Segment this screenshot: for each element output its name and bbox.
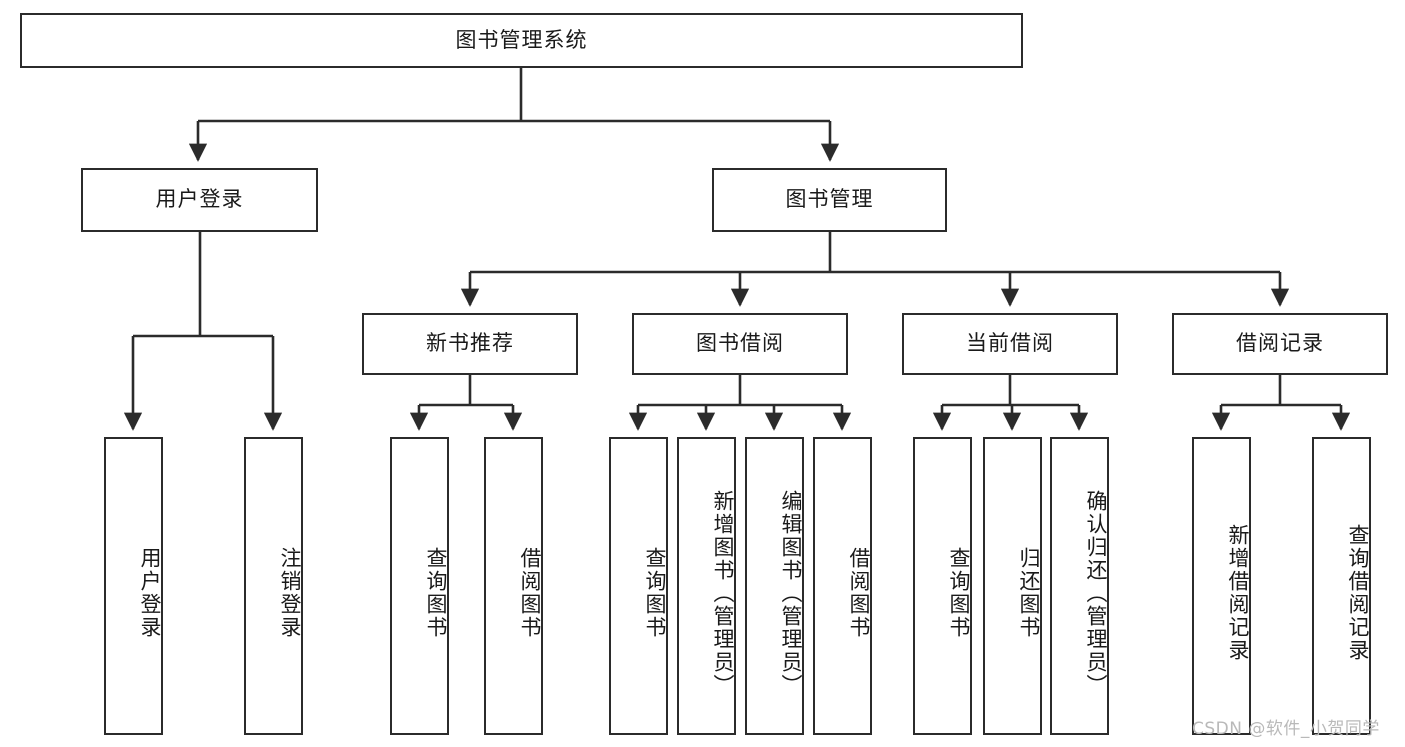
node-root-label: 图书管理系统 bbox=[455, 27, 588, 52]
node-new-book-recommend[interactable]: 新书推荐 bbox=[362, 313, 578, 375]
leaf-current-return-book[interactable]: 归还图书 bbox=[983, 437, 1042, 735]
node-new-book-recommend-label: 新书推荐 bbox=[426, 331, 514, 356]
node-user-login-label: 用户登录 bbox=[155, 187, 244, 212]
node-root[interactable]: 图书管理系统 bbox=[20, 13, 1023, 68]
leaf-current-query-book[interactable]: 查询图书 bbox=[913, 437, 972, 735]
leaf-record-add[interactable]: 新增借阅记录 bbox=[1192, 437, 1251, 735]
leaf-user-login-label: 用户登录 bbox=[138, 547, 162, 639]
leaf-recommend-borrow-book-label: 借阅图书 bbox=[518, 547, 542, 639]
node-current-borrow[interactable]: 当前借阅 bbox=[902, 313, 1118, 375]
leaf-current-confirm-return-label: 确认归还（管理员） bbox=[1084, 489, 1108, 697]
node-current-borrow-label: 当前借阅 bbox=[966, 331, 1054, 356]
node-book-manage[interactable]: 图书管理 bbox=[712, 168, 947, 232]
node-book-manage-label: 图书管理 bbox=[785, 187, 874, 212]
leaf-current-return-book-label: 归还图书 bbox=[1017, 547, 1041, 639]
leaf-record-add-label: 新增借阅记录 bbox=[1226, 524, 1250, 662]
leaf-recommend-borrow-book[interactable]: 借阅图书 bbox=[484, 437, 543, 735]
leaf-recommend-query-book-label: 查询图书 bbox=[424, 547, 448, 639]
node-borrow-record[interactable]: 借阅记录 bbox=[1172, 313, 1388, 375]
node-book-borrow-label: 图书借阅 bbox=[696, 331, 784, 356]
leaf-logout-label: 注销登录 bbox=[278, 547, 302, 639]
leaf-current-query-book-label: 查询图书 bbox=[947, 547, 971, 639]
leaf-logout[interactable]: 注销登录 bbox=[244, 437, 303, 735]
leaf-borrow-query-book-label: 查询图书 bbox=[643, 547, 667, 639]
leaf-borrow-borrow-book-label: 借阅图书 bbox=[847, 547, 871, 639]
leaf-borrow-edit-book[interactable]: 编辑图书（管理员） bbox=[745, 437, 804, 735]
leaf-borrow-query-book[interactable]: 查询图书 bbox=[609, 437, 668, 735]
leaf-current-confirm-return[interactable]: 确认归还（管理员） bbox=[1050, 437, 1109, 735]
leaf-record-query-label: 查询借阅记录 bbox=[1346, 524, 1370, 662]
leaf-recommend-query-book[interactable]: 查询图书 bbox=[390, 437, 449, 735]
leaf-borrow-edit-book-label: 编辑图书（管理员） bbox=[779, 489, 803, 697]
leaf-borrow-add-book[interactable]: 新增图书（管理员） bbox=[677, 437, 736, 735]
csdn-watermark: CSDN @软件_小贺同学 bbox=[1192, 719, 1380, 739]
leaf-borrow-add-book-label: 新增图书（管理员） bbox=[711, 489, 735, 697]
leaf-user-login[interactable]: 用户登录 bbox=[104, 437, 163, 735]
leaf-record-query[interactable]: 查询借阅记录 bbox=[1312, 437, 1371, 735]
leaf-borrow-borrow-book[interactable]: 借阅图书 bbox=[813, 437, 872, 735]
node-user-login[interactable]: 用户登录 bbox=[81, 168, 318, 232]
node-book-borrow[interactable]: 图书借阅 bbox=[632, 313, 848, 375]
node-borrow-record-label: 借阅记录 bbox=[1236, 331, 1324, 356]
